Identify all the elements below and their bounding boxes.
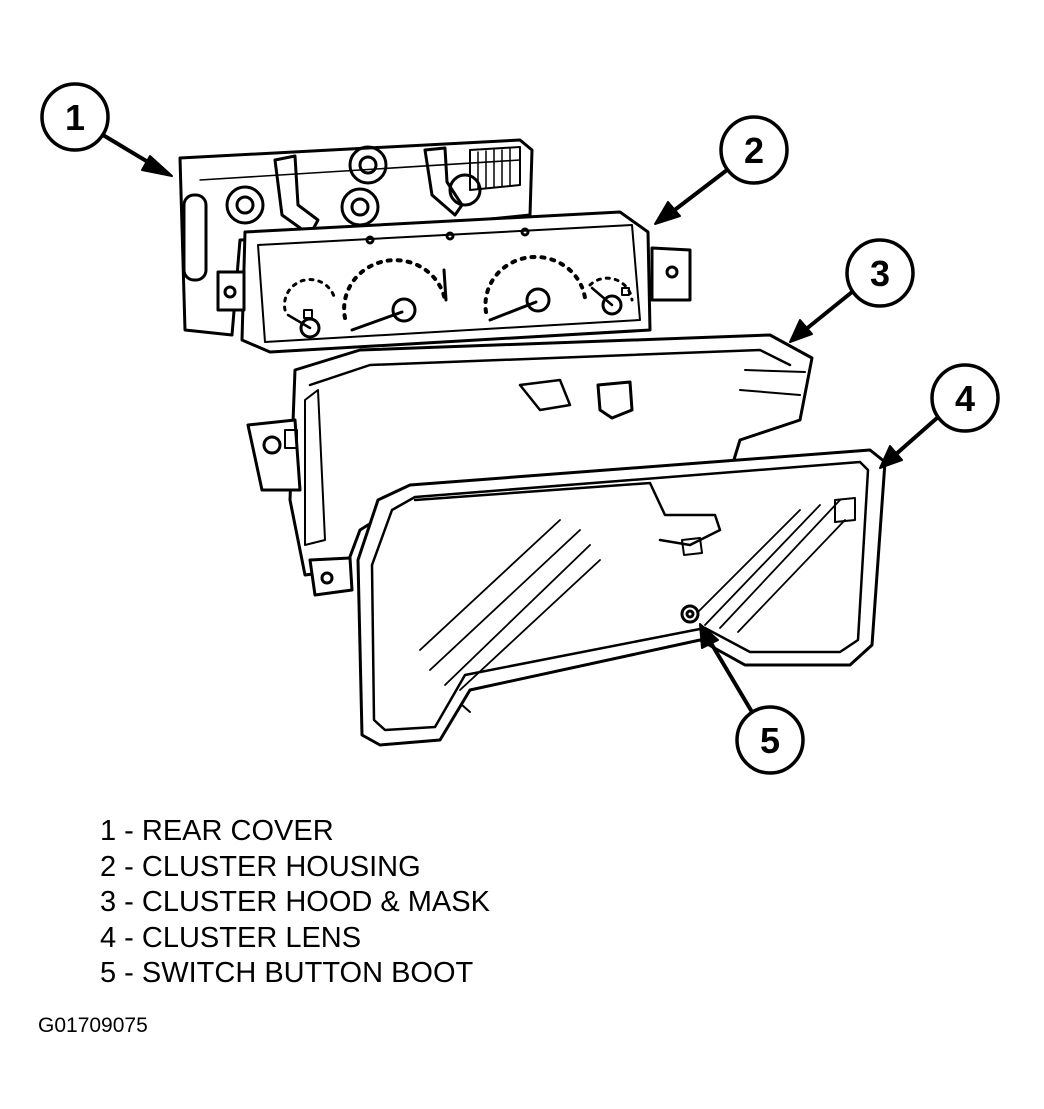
legend-item-cluster-lens: 4 - CLUSTER LENS (100, 921, 362, 954)
legend-item-cluster-housing: 2 - CLUSTER HOUSING (100, 850, 421, 883)
callout-4: 4 (879, 363, 1000, 469)
callout-5-number: 5 (760, 720, 780, 761)
parts-legend: 1 - REAR COVER 2 - CLUSTER HOUSING 3 - C… (100, 814, 490, 992)
legend-item-switch-button-boot: 5 - SWITCH BUTTON BOOT (100, 957, 474, 989)
callout-2-number: 2 (744, 130, 764, 171)
cluster-hood-part (246, 333, 814, 597)
callout-1-number: 1 (65, 97, 85, 138)
exploded-view-illustration: 1 2 3 4 5 (40, 82, 1000, 775)
legend-item-cluster-hood-mask: 3 - CLUSTER HOOD & MASK (100, 886, 490, 918)
callout-1: 1 (40, 82, 173, 177)
callout-3-number: 3 (870, 253, 890, 294)
legend-item-rear-cover: 1 - REAR COVER (100, 815, 334, 847)
callout-4-number: 4 (955, 378, 975, 419)
cluster-lens-part (356, 448, 887, 747)
cluster-housing-part (216, 210, 692, 354)
figure-code: G01709075 (38, 1014, 148, 1037)
callout-5: 5 (699, 623, 805, 775)
callout-2: 2 (654, 115, 789, 225)
callout-3: 3 (789, 238, 915, 343)
